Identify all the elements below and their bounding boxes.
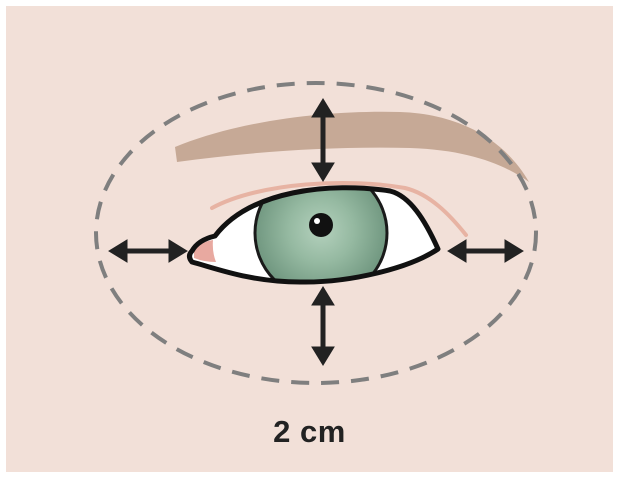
pupil-highlight (314, 218, 320, 224)
pupil (309, 213, 333, 237)
measurement-label: 2 cm (0, 414, 619, 450)
